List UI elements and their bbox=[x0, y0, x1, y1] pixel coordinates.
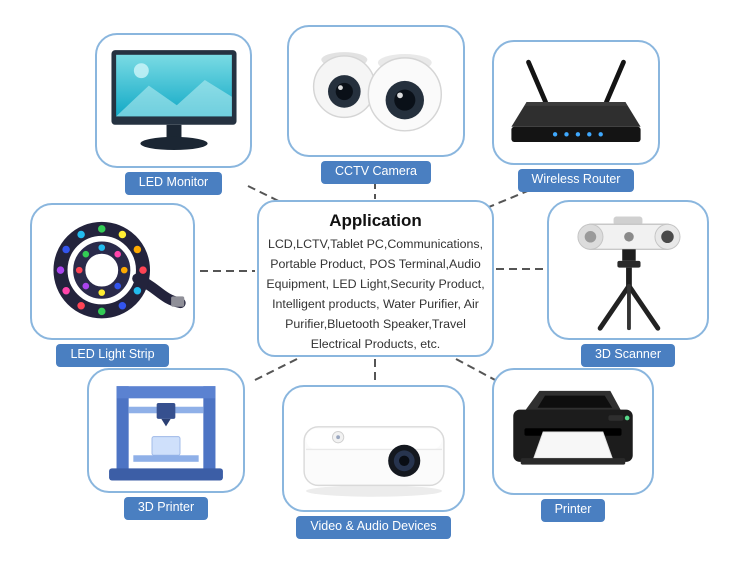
led-light-strip-label: LED Light Strip bbox=[56, 344, 169, 367]
printer-icon bbox=[513, 390, 633, 465]
wireless-router-image bbox=[492, 40, 660, 165]
cctv-camera-label: CCTV Camera bbox=[321, 161, 431, 184]
3d-printer-label: 3D Printer bbox=[123, 497, 209, 520]
connector-router bbox=[483, 189, 531, 210]
led-light-strip-image bbox=[30, 203, 195, 340]
led-monitor-label: LED Monitor bbox=[124, 172, 223, 195]
node-wireless-router: Wireless Router bbox=[492, 40, 660, 192]
node-video-audio-devices: Video & Audio Devices bbox=[282, 385, 465, 539]
connector-3d-printer bbox=[250, 358, 298, 383]
3d-scanner-label: 3D Scanner bbox=[580, 344, 675, 367]
node-led-monitor: LED Monitor bbox=[95, 33, 252, 195]
video-audio-devices-image bbox=[282, 385, 465, 512]
led-strip-icon bbox=[52, 221, 186, 318]
node-3d-printer: 3D Printer bbox=[87, 368, 245, 520]
application-title: Application bbox=[329, 211, 422, 230]
node-printer: Printer bbox=[492, 368, 654, 522]
printer-image bbox=[492, 368, 654, 495]
node-led-light-strip: LED Light Strip bbox=[30, 203, 195, 367]
3d-printer-image bbox=[87, 368, 245, 493]
application-description-line: Electrical Products, etc. bbox=[310, 337, 441, 351]
application-description: LCD,LCTV,Tablet PC,Communications, Porta… bbox=[259, 234, 492, 354]
connector-monitor bbox=[247, 185, 302, 213]
cctv-dome-icon bbox=[312, 52, 442, 132]
application-description-line: LCD,LCTV,Tablet PC,Communications, bbox=[267, 237, 484, 251]
application-box: Application LCD,LCTV,Tablet PC,Communica… bbox=[257, 200, 494, 357]
cctv-camera-image bbox=[287, 25, 465, 157]
router-icon bbox=[511, 59, 641, 142]
projector-icon bbox=[302, 425, 445, 497]
application-description-line: Purifier,Bluetooth Speaker,Travel bbox=[285, 317, 466, 331]
application-description-line: Equipment, LED Light,Security Product, bbox=[266, 277, 485, 291]
node-3d-scanner: 3D Scanner bbox=[547, 200, 709, 367]
printer-label: Printer bbox=[540, 499, 606, 522]
node-cctv-camera: CCTV Camera bbox=[287, 25, 465, 184]
application-description-line: Portable Product, POS Terminal,Audio bbox=[270, 257, 481, 271]
video-audio-devices-label: Video & Audio Devices bbox=[296, 516, 451, 539]
monitor-icon bbox=[110, 49, 237, 150]
scanner-tripod-icon bbox=[577, 216, 681, 331]
wireless-router-label: Wireless Router bbox=[517, 169, 635, 192]
printer-3d-icon bbox=[109, 385, 223, 480]
connector-printer bbox=[455, 358, 498, 382]
application-description-line: Intelligent products, Water Purifier, Ai… bbox=[272, 297, 479, 311]
3d-scanner-image bbox=[547, 200, 709, 340]
led-monitor-image bbox=[95, 33, 252, 168]
